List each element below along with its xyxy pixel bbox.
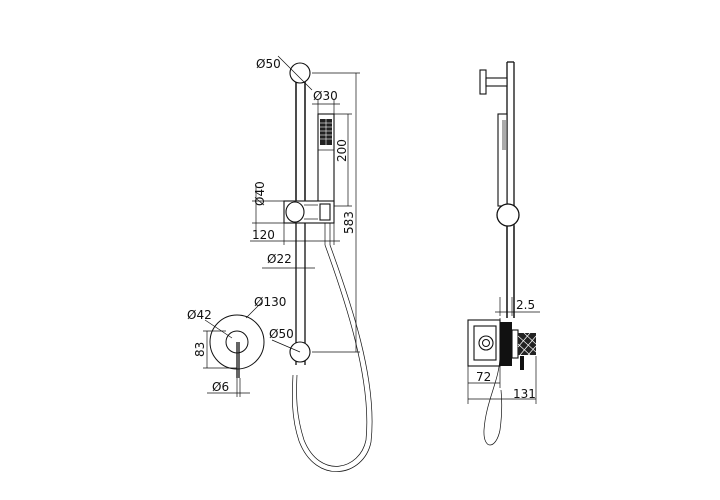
offset-dim: 83 [193, 342, 207, 357]
bottom-flange-dim: Ø50 [269, 327, 294, 341]
rail-dia-dim: Ø22 [267, 252, 292, 266]
body-depth-dim: 72 [476, 370, 491, 384]
plate-thickness-dim: 2.5 [516, 298, 535, 312]
outlet-dia-dim: Ø42 [187, 308, 212, 322]
holder-dia-dim: Ø40 [253, 181, 267, 206]
plate-dia-dim: Ø130 [254, 295, 286, 309]
pin-dia-dim: Ø6 [212, 380, 229, 394]
handset-length-dim: 200 [335, 139, 349, 162]
side-view: 2.5 72 131 [467, 61, 540, 446]
wall-box [467, 318, 537, 370]
hand-shower [317, 113, 335, 207]
handset-holder [283, 200, 335, 245]
front-view: Ø50 Ø30 200 583 Ø40 120 Ø22 Ø50 [250, 55, 373, 472]
holder-projection-dim: 120 [252, 228, 275, 242]
side-holder [496, 203, 520, 227]
shower-hose [296, 244, 368, 467]
rail-height-dim: 583 [342, 211, 356, 234]
outlet-view: Ø130 Ø42 83 Ø6 [187, 295, 286, 397]
side-handset [497, 113, 508, 207]
side-hose [483, 354, 503, 446]
handset-dia-dim: Ø30 [313, 89, 338, 103]
top-flange-dim: Ø50 [256, 57, 281, 71]
side-top-bracket [479, 69, 487, 95]
top-wall-flange [289, 62, 311, 84]
total-depth-dim: 131 [513, 387, 536, 401]
